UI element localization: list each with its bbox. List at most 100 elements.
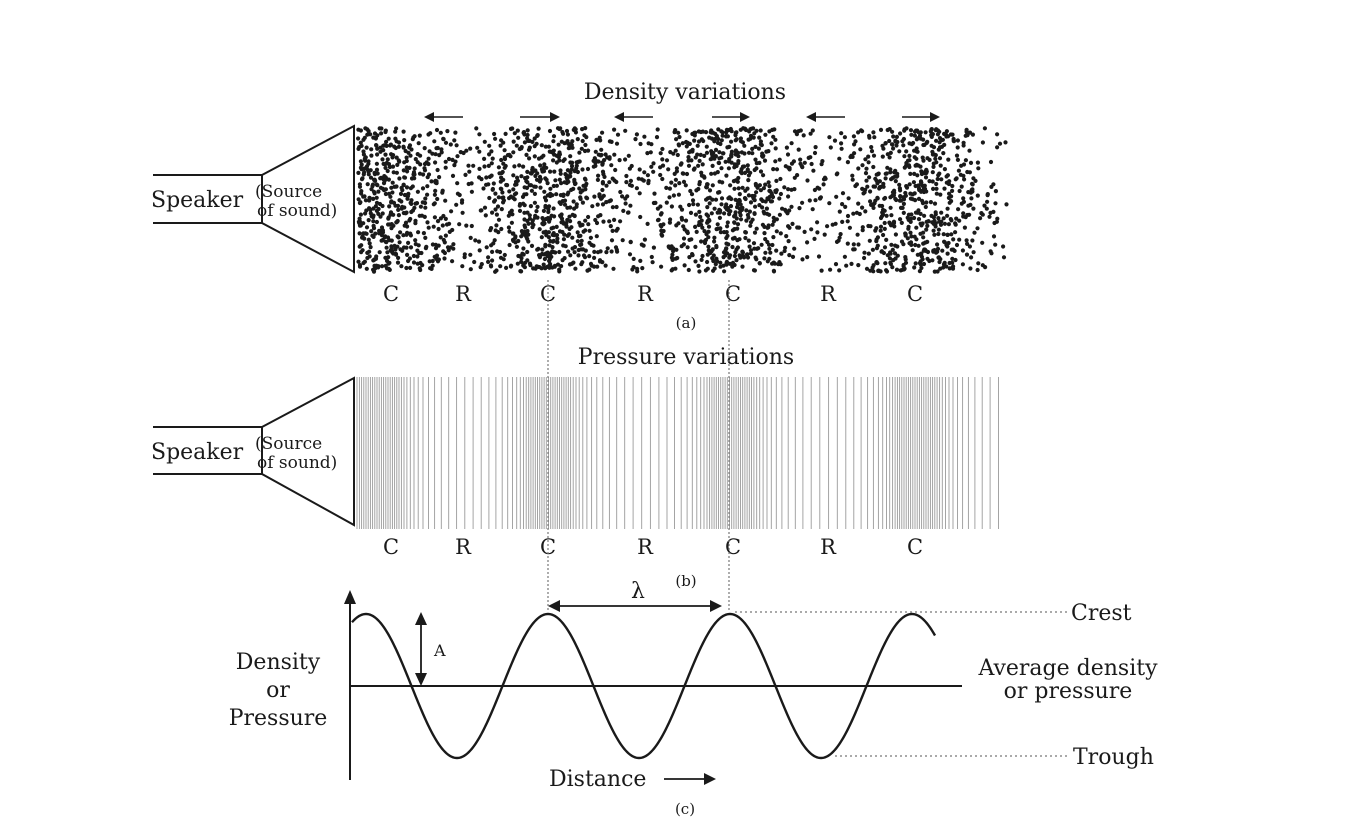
density-dot <box>449 209 454 214</box>
density-dot <box>610 176 615 181</box>
density-dot <box>909 132 914 137</box>
speaker-a-source-line1: (Source <box>255 182 322 202</box>
density-dot <box>923 204 928 210</box>
average-label-line2: or pressure <box>1004 679 1133 704</box>
density-dot <box>746 150 752 155</box>
density-dot <box>557 158 562 163</box>
density-dot <box>712 239 717 244</box>
density-dot <box>993 242 998 247</box>
density-dot <box>980 212 985 217</box>
density-dot <box>607 139 613 144</box>
density-dot <box>959 201 964 206</box>
density-dot <box>455 181 460 186</box>
density-dot <box>938 192 943 197</box>
density-dot <box>915 149 920 154</box>
density-dot <box>432 201 437 206</box>
density-dot <box>875 261 880 266</box>
density-dot <box>383 165 388 170</box>
density-dot <box>951 264 956 269</box>
density-dot <box>717 215 723 220</box>
density-dot <box>507 210 513 215</box>
density-dot <box>712 266 717 271</box>
density-dot <box>527 261 533 266</box>
density-dot <box>687 202 692 208</box>
density-dot <box>498 186 503 191</box>
density-dot <box>752 268 758 273</box>
density-dot <box>722 230 727 235</box>
density-dot <box>904 149 909 154</box>
density-dot <box>815 230 820 235</box>
density-dot <box>740 264 745 269</box>
density-dot <box>478 265 483 270</box>
density-dot <box>699 218 704 223</box>
density-dot <box>487 195 492 201</box>
density-dot <box>535 171 540 176</box>
density-dot <box>676 192 682 197</box>
density-dot <box>435 196 440 202</box>
density-dot <box>834 194 839 199</box>
density-dot <box>532 154 537 159</box>
density-dot <box>536 126 541 131</box>
speaker-b-label: Speaker <box>151 440 244 465</box>
density-dot <box>592 255 597 260</box>
density-dot <box>746 137 751 142</box>
density-dot <box>388 143 393 148</box>
density-dot <box>509 263 514 268</box>
panel-c-caption: (c) <box>675 800 695 818</box>
density-dot <box>908 171 913 176</box>
average-label-line1: Average density <box>977 656 1158 681</box>
density-dot <box>489 149 494 154</box>
density-dot <box>430 263 435 268</box>
density-dot <box>559 181 564 186</box>
density-dot <box>889 242 894 247</box>
density-dot <box>461 150 466 156</box>
density-dot <box>437 153 442 158</box>
density-dot <box>489 243 494 248</box>
density-dot <box>862 250 867 255</box>
density-dot <box>738 217 744 222</box>
density-dot <box>762 211 767 216</box>
density-dot <box>948 132 954 137</box>
density-dot <box>944 174 949 179</box>
density-dot <box>666 167 671 172</box>
density-dot <box>702 229 707 234</box>
density-dot <box>773 146 778 151</box>
density-dot <box>947 266 952 271</box>
density-dot <box>964 238 969 243</box>
density-dot <box>822 232 827 237</box>
density-dot <box>555 236 560 241</box>
density-dot <box>357 184 363 189</box>
density-dot <box>750 151 755 156</box>
density-dot <box>715 222 720 227</box>
density-dot <box>477 175 482 180</box>
density-dot <box>460 210 465 215</box>
density-dot <box>786 224 791 229</box>
density-dot <box>959 184 964 189</box>
density-dot <box>590 204 595 209</box>
density-dot <box>566 249 571 254</box>
density-dot <box>469 223 474 229</box>
density-dot <box>913 261 918 266</box>
density-dot <box>850 177 855 182</box>
density-dot <box>507 229 512 234</box>
density-dot <box>725 220 730 225</box>
density-dot <box>566 174 571 179</box>
y-axis-arrow-icon <box>344 590 356 604</box>
density-dot <box>706 244 711 249</box>
density-dot <box>400 248 405 253</box>
density-dot <box>570 235 575 240</box>
density-dot <box>735 199 741 204</box>
density-dot <box>786 187 791 192</box>
density-dot <box>674 169 680 174</box>
density-dot <box>868 199 873 204</box>
density-dot <box>812 236 817 241</box>
density-dot <box>732 227 737 232</box>
density-dot <box>784 145 790 150</box>
density-dot <box>610 228 615 233</box>
density-dot <box>370 182 376 187</box>
density-dot <box>956 168 962 173</box>
density-dot <box>429 179 434 184</box>
density-dot <box>386 266 391 271</box>
density-dot <box>743 230 748 235</box>
density-dot <box>521 130 527 135</box>
